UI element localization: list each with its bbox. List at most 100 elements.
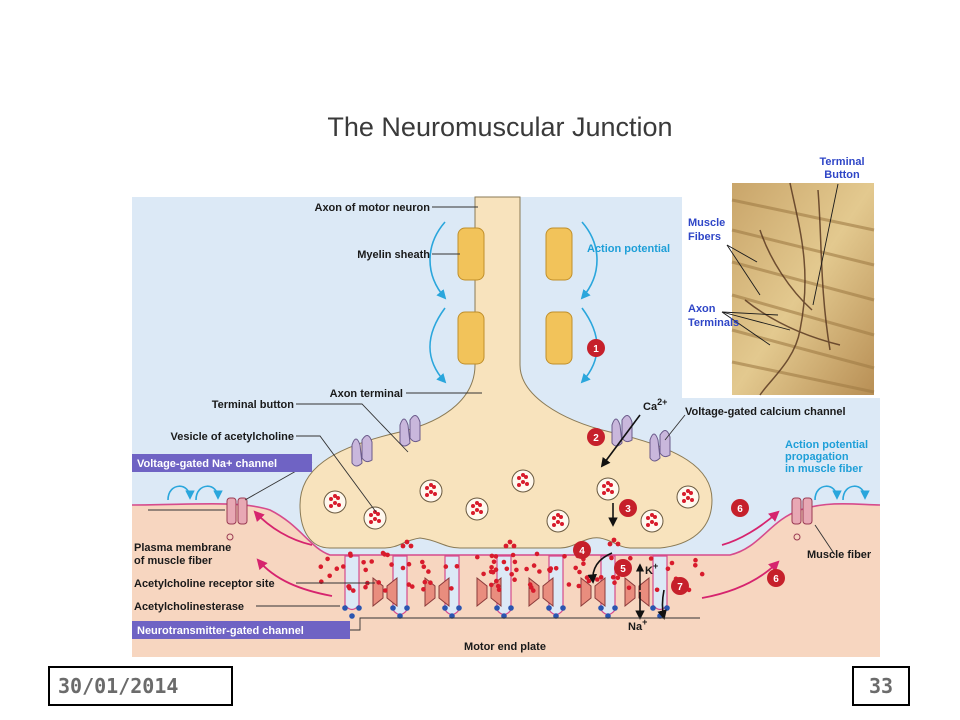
acetylcholine-dot — [443, 564, 449, 569]
acetylcholine-dot — [531, 588, 536, 593]
label-ap-propagation-3: in muscle fiber — [785, 463, 863, 475]
vesicle — [640, 509, 664, 533]
step-marker: 3 — [619, 499, 637, 517]
acetylcholine-dot — [495, 583, 501, 589]
acetylcholine-vesicles — [323, 469, 700, 549]
fusing-vesicle — [503, 539, 517, 549]
acetylcholine-dot — [648, 556, 654, 561]
acetylcholinesterase-dot — [605, 613, 611, 619]
acetylcholine-dot — [363, 567, 369, 573]
label-action-potential: Action potential — [587, 243, 670, 255]
acetylcholine-dot — [489, 582, 494, 588]
acetylcholine-dot — [334, 566, 340, 571]
neurotransmitter-gated-channels — [372, 576, 650, 608]
acetylcholine-dot — [346, 584, 351, 589]
acetylcholine-dot — [449, 586, 454, 591]
acetylcholine-dot — [512, 577, 517, 582]
acetylcholine-dot — [406, 582, 412, 587]
label-plasma-membrane: Plasma membrane — [134, 542, 231, 554]
acetylcholine-dot — [512, 559, 518, 565]
acetylcholinesterase-dot — [449, 613, 455, 619]
acetylcholinesterase-dot — [546, 605, 552, 611]
acetylcholinesterase-dot — [349, 613, 355, 619]
acetylcholine-dot — [420, 559, 425, 565]
step-marker: 5 — [614, 559, 632, 577]
acetylcholine-dot — [489, 553, 495, 559]
acetylcholine-dot — [489, 565, 494, 570]
svg-text:5: 5 — [620, 564, 626, 575]
date-footer: 30/01/2014 — [48, 666, 233, 706]
svg-text:2: 2 — [593, 433, 599, 444]
label-axon-of-motor-neuron: Axon of motor neuron — [315, 202, 431, 214]
acetylcholine-dot — [421, 587, 426, 592]
acetylcholine-dot — [383, 588, 388, 593]
receptor-channel — [580, 576, 606, 608]
vesicle — [363, 506, 387, 530]
acetylcholine-dot — [531, 563, 537, 568]
acetylcholine-dot — [577, 569, 582, 575]
acetylcholine-dot — [327, 573, 333, 579]
acetylcholine-dot — [562, 554, 567, 559]
label-potassium-ion: K+ — [645, 561, 658, 577]
label-muscle-fiber: Muscle fiber — [807, 549, 872, 561]
na-channel-gate — [226, 533, 234, 541]
acetylcholine-dot — [524, 566, 529, 572]
step-marker: 1 — [587, 339, 605, 357]
acetylcholine-dot — [380, 550, 386, 556]
acetylcholine-dot — [376, 580, 382, 585]
receptor-channel — [372, 576, 398, 608]
svg-text:7: 7 — [677, 582, 683, 593]
svg-text:4: 4 — [579, 546, 585, 557]
vesicle — [323, 490, 347, 514]
acetylcholine-dot — [610, 575, 616, 580]
acetylcholinesterase-dot — [390, 605, 396, 611]
svg-text:6: 6 — [737, 504, 743, 515]
photo-label-muscle-fibers: Muscle — [688, 217, 725, 229]
voltage-gated-na-channels — [226, 497, 813, 525]
acetylcholinesterase-dot — [553, 613, 559, 619]
slide-title: The Neuromuscular Junction — [327, 112, 673, 142]
label-motor-end-plate: Motor end plate — [464, 641, 546, 653]
acetylcholine-dot — [369, 559, 375, 564]
acetylcholinesterase-dot — [404, 605, 410, 611]
acetylcholine-dot — [496, 587, 502, 592]
label-voltage-gated-na-channel: Voltage-gated Na+ channel — [137, 458, 277, 470]
svg-text:6: 6 — [773, 574, 779, 585]
acetylcholine-dot — [426, 569, 431, 574]
na-channel-label-box — [132, 454, 312, 472]
acetylcholine-dot — [400, 565, 406, 571]
label-ap-propagation: Action potential — [785, 439, 868, 451]
step-marker: 2 — [587, 428, 605, 446]
label-neurotransmitter-gated-channel: Neurotransmitter-gated channel — [137, 625, 304, 637]
acetylcholine-dot — [361, 560, 366, 565]
acetylcholine-dot — [553, 566, 559, 571]
acetylcholine-dot — [693, 563, 698, 568]
vesicle — [546, 509, 570, 533]
acetylcholine-dot — [699, 571, 705, 577]
label-sodium-ion: Na+ — [628, 617, 647, 633]
acetylcholinesterase-dot — [664, 605, 670, 611]
vesicle — [419, 479, 443, 503]
myelin-sheath — [457, 227, 573, 365]
acetylcholine-dot — [325, 556, 330, 562]
acetylcholine-dot — [510, 552, 516, 558]
receptor-channel — [624, 576, 650, 608]
acetylcholine-dot — [595, 577, 600, 582]
acetylcholine-dot — [581, 561, 586, 566]
label-ap-propagation-2: propagation — [785, 451, 849, 463]
acetylcholinesterase-dot — [456, 605, 462, 611]
acetylcholinesterase-dot — [612, 605, 618, 611]
photo-label-terminal-button: Terminal — [819, 156, 864, 168]
step-marker: 6 — [767, 569, 785, 587]
acetylcholine-dot — [669, 560, 675, 566]
acetylcholine-dot — [488, 569, 494, 575]
acetylcholine-dot — [351, 588, 356, 593]
label-myelin-sheath: Myelin sheath — [357, 249, 430, 261]
acetylcholinesterase-dot — [501, 613, 507, 619]
acetylcholine-dot — [422, 579, 428, 585]
svg-text:3: 3 — [625, 504, 631, 515]
acetylcholine-dot — [493, 567, 499, 572]
acetylcholine-dot — [501, 559, 507, 565]
na-channel-gate — [793, 533, 801, 541]
